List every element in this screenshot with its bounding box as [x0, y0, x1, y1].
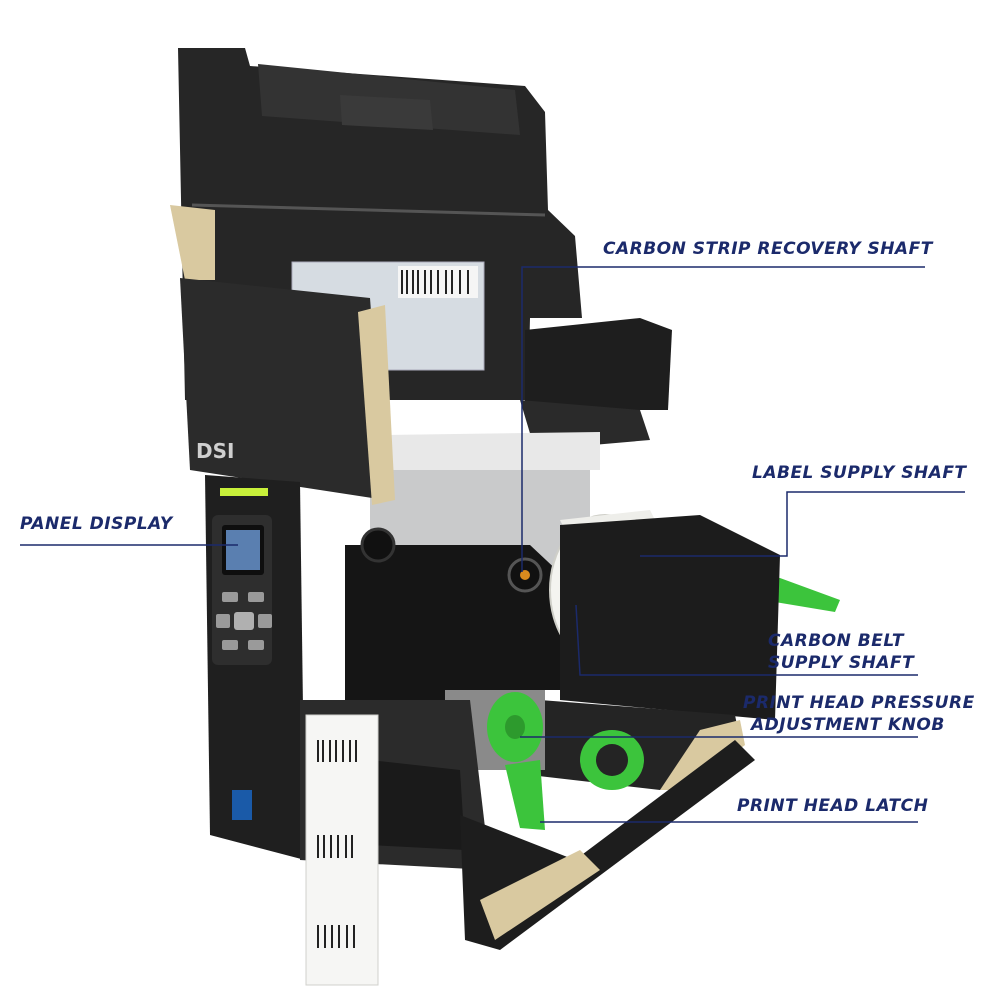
energy-star-badge	[232, 790, 252, 820]
status-led	[220, 488, 268, 496]
callout-carbon-belt-supply-shaft: CARBON BELT SUPPLY SHAFT	[768, 630, 914, 674]
callout-pressure-knob-line-1: PRINT HEAD PRESSURE	[743, 693, 975, 713]
leader-recovery-shaft	[521, 266, 925, 572]
leader-belt-supply-shaft	[575, 604, 918, 676]
printed-labels	[305, 714, 379, 986]
panel-button[interactable]	[258, 614, 272, 628]
panel-button[interactable]	[222, 592, 238, 602]
front-cover: DSI	[170, 205, 395, 505]
panel-button[interactable]	[216, 614, 230, 628]
print-head-latch[interactable]	[505, 760, 545, 830]
callout-print-head-latch: PRINT HEAD LATCH	[737, 796, 929, 816]
leader-label-supply-shaft	[640, 491, 965, 557]
callout-pressure-knob-line-2: ADJUSTMENT KNOB	[751, 715, 945, 735]
panel-button[interactable]	[248, 640, 264, 650]
lcd-screen	[226, 530, 260, 570]
leader-lines	[20, 266, 965, 823]
panel-button[interactable]	[234, 612, 254, 630]
callout-panel-display: PANEL DISPLAY	[20, 514, 173, 534]
media-bay	[530, 515, 780, 790]
callout-carbon-belt-line-2: SUPPLY SHAFT	[768, 653, 915, 673]
side-cover	[520, 318, 672, 450]
panel-button[interactable]	[248, 592, 264, 602]
control-panel	[212, 515, 272, 820]
callout-carbon-strip-recovery-shaft: CARBON STRIP RECOVERY SHAFT	[603, 239, 933, 259]
callout-label-supply-shaft: LABEL SUPPLY SHAFT	[752, 463, 967, 483]
callout-print-head-pressure-knob: PRINT HEAD PRESSURE ADJUSTMENT KNOB	[743, 692, 975, 736]
brand-logo: DSI	[196, 439, 234, 463]
callout-carbon-belt-line-1: CARBON BELT	[768, 631, 904, 651]
panel-button[interactable]	[222, 640, 238, 650]
